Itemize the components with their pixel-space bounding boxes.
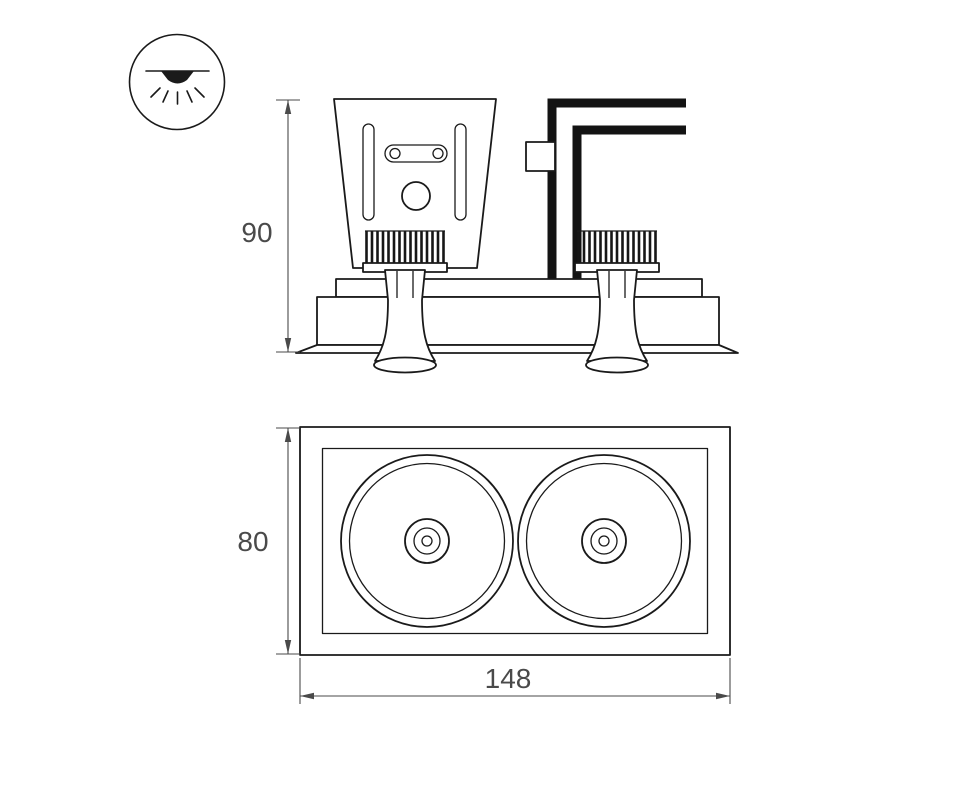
faceplate-outer [299,426,731,656]
lens-left [340,454,514,628]
dimension-side-height: 90 [241,99,300,353]
arrowhead-down-icon [284,640,292,654]
arrowhead-left-icon [300,692,314,700]
recessed-downlight-icon [128,33,226,131]
icon-fixture-shape [161,71,194,84]
faceplate-inner [321,447,709,635]
slot-hole-left [389,147,401,160]
front-view [299,426,731,656]
arrowhead-up-icon [284,428,292,442]
arrowhead-down-icon [284,338,292,352]
power-cable-2 [572,125,686,283]
mounting-frame [316,296,720,346]
slot-hole-right [432,147,444,160]
dim-label-90: 90 [241,217,272,248]
trim-flange [295,344,739,354]
lens-right [517,454,691,628]
dim-label-148: 148 [485,663,532,694]
side-view [295,98,739,374]
dim-label-80: 80 [237,526,268,557]
dimension-front-width: 148 [299,658,731,704]
dimension-front-height: 80 [237,427,300,655]
cable-clamp [525,141,556,172]
body-slot-right [454,123,467,221]
arrowhead-right-icon [716,692,730,700]
power-cable-1 [547,98,686,283]
body-slot-left [362,123,375,221]
arrowhead-up-icon [284,100,292,114]
body-mount-hole [401,181,431,211]
icon-light-rays [150,87,205,105]
icon-circle [128,33,226,131]
body-slot-center [384,144,448,163]
heatsink-right [573,229,661,274]
